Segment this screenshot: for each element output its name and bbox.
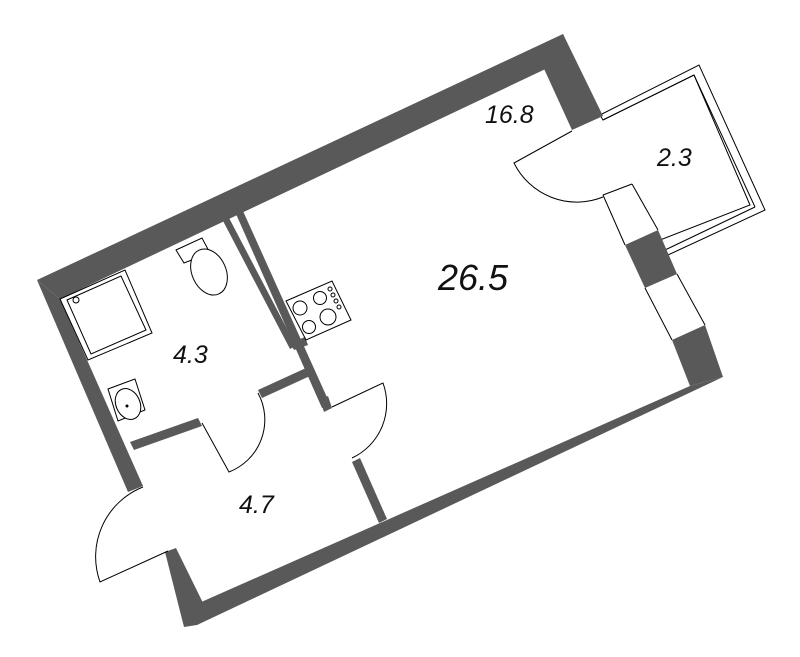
interior-walls (130, 211, 387, 523)
bathroom-area: 4.3 (173, 341, 208, 369)
windows (602, 183, 706, 341)
hallway-area: 4.7 (239, 491, 274, 519)
sink-icon (107, 378, 146, 422)
stove-icon (285, 280, 352, 341)
living-door (331, 382, 388, 459)
balcony-door (513, 130, 604, 203)
bathroom-door (201, 392, 266, 473)
doors (95, 130, 604, 583)
exterior-walls (37, 34, 723, 627)
bathroom-fixtures (59, 237, 228, 422)
total-area: 16.8 (485, 101, 534, 129)
living-room-area: 26.5 (438, 257, 509, 298)
entrance-door (95, 486, 169, 583)
toilet-icon (175, 237, 228, 296)
balcony-area: 2.3 (657, 144, 692, 172)
